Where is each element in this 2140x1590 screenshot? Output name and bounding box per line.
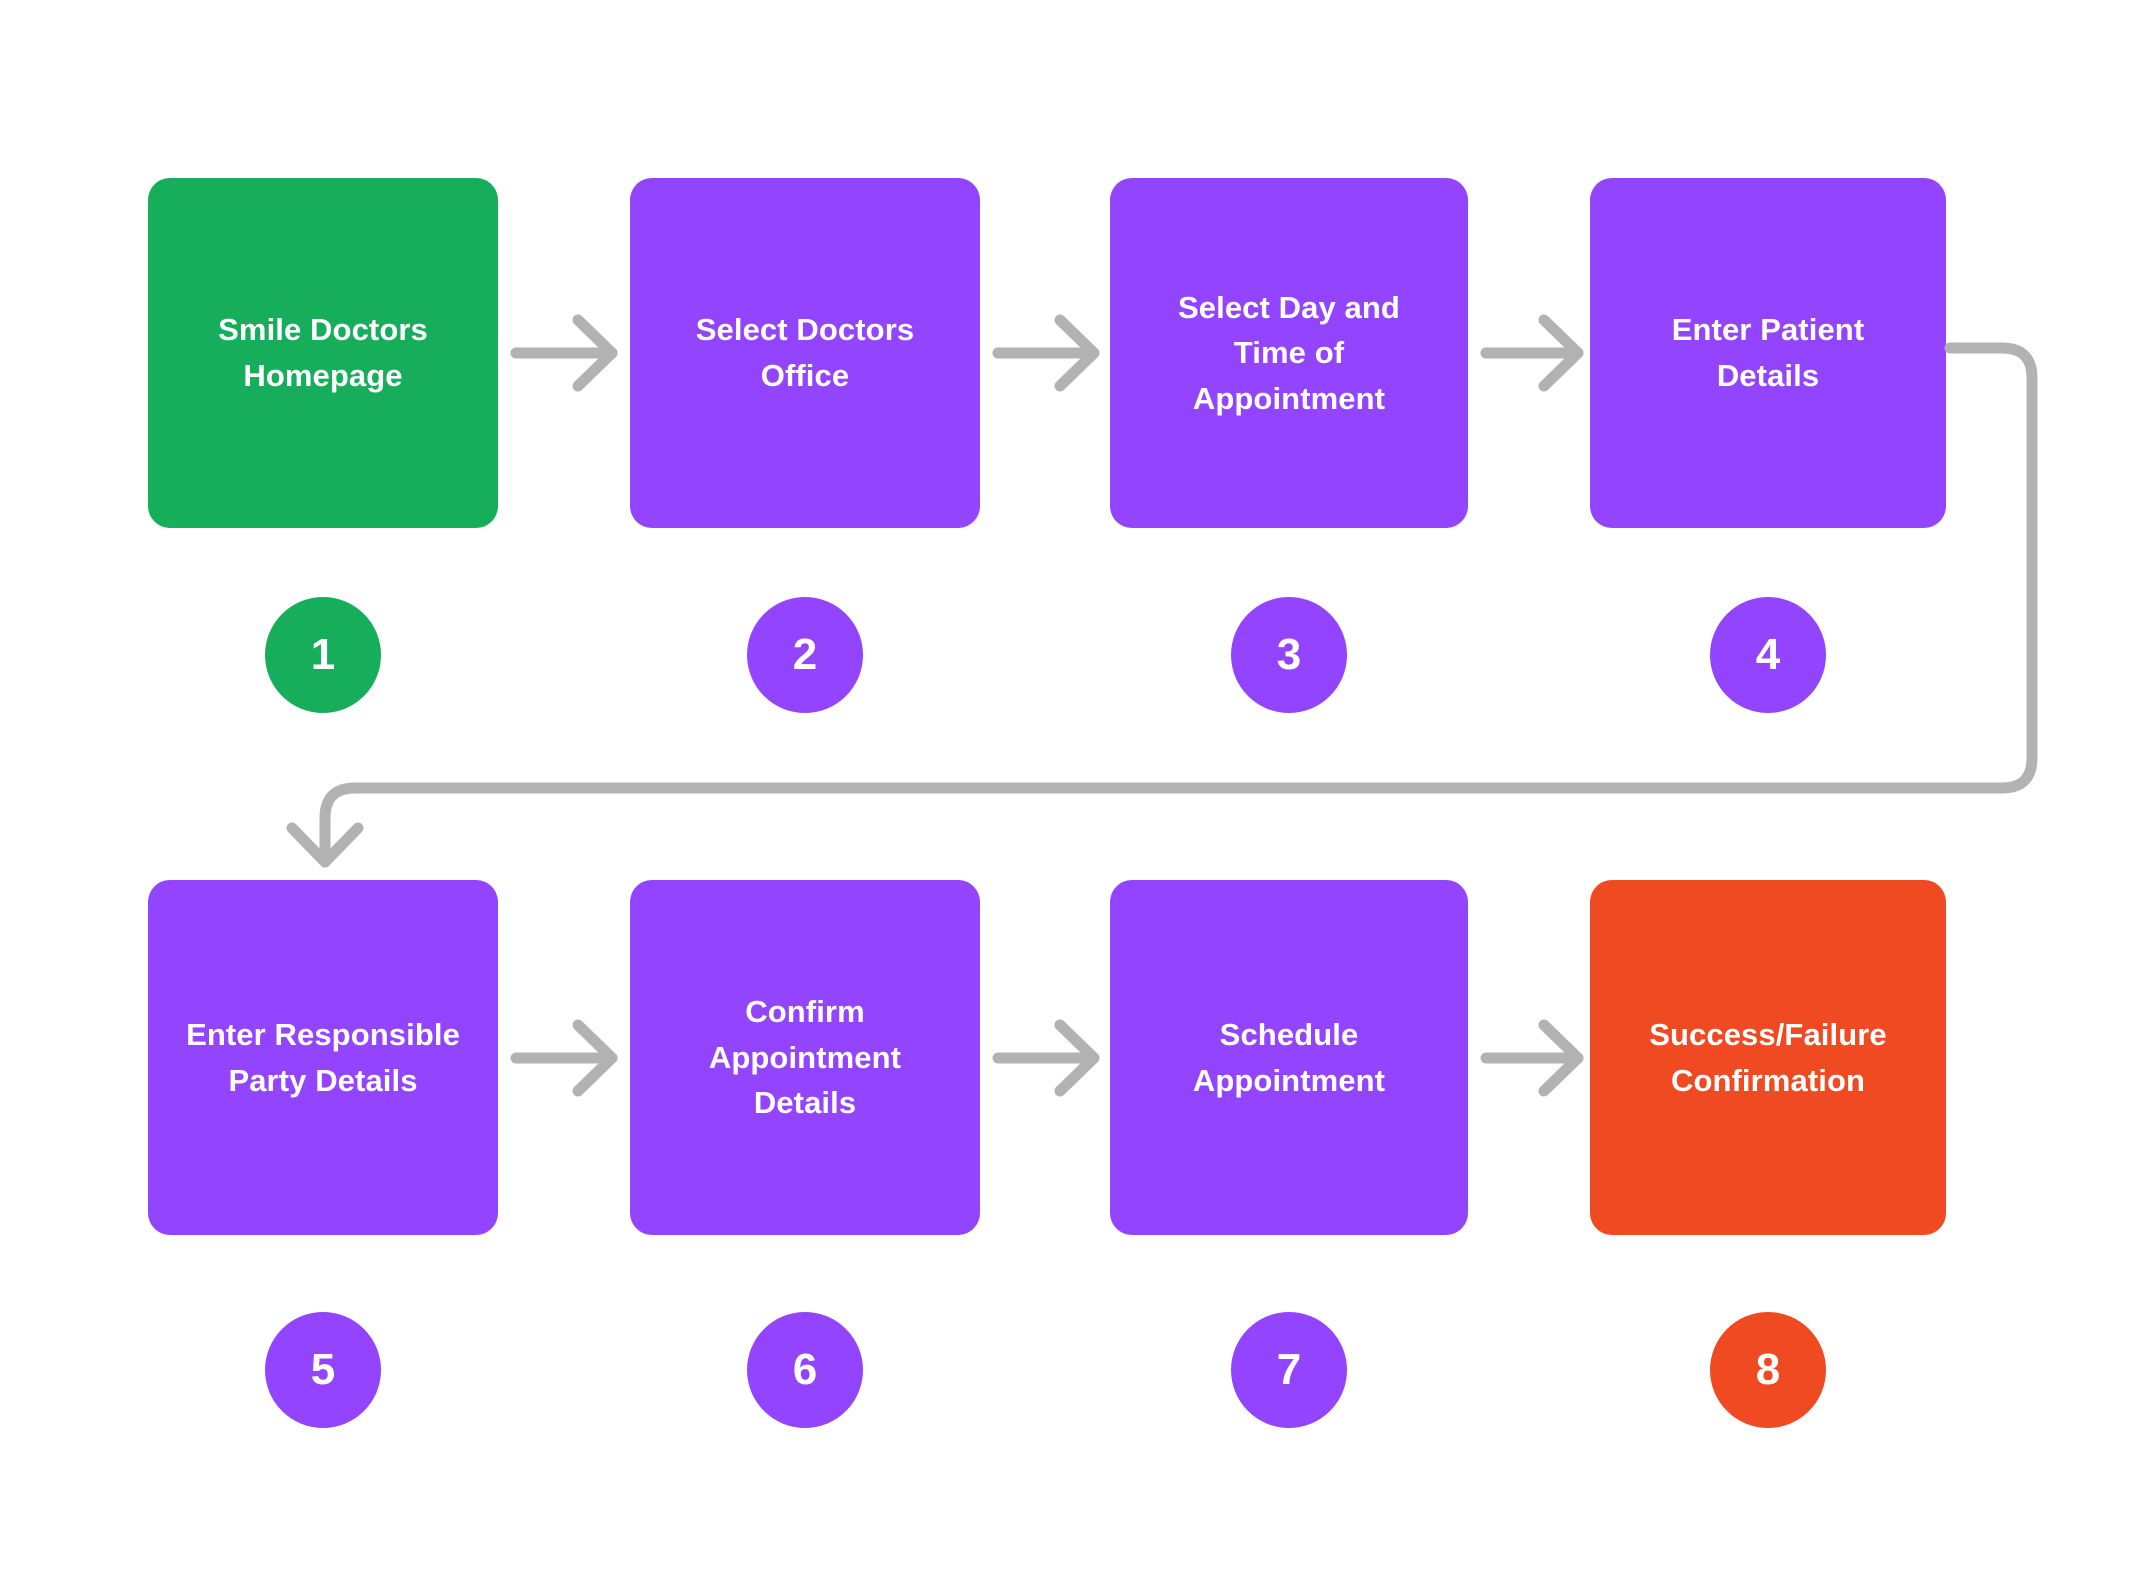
flow-node-6-label: Confirm Appointment Details bbox=[708, 994, 902, 1121]
connector-arrow-6-7 bbox=[992, 1019, 1100, 1097]
flow-badge-4: 4 bbox=[1710, 597, 1826, 713]
flow-node-8-label: Success/Failure Confirmation bbox=[1649, 1016, 1887, 1098]
connector-arrow-1-2 bbox=[510, 314, 618, 392]
flow-badge-1-label: 1 bbox=[310, 630, 336, 679]
flow-node-3-label: Select Day and Time of Appointment bbox=[1178, 289, 1400, 416]
flow-badge-7: 7 bbox=[1231, 1312, 1347, 1428]
flow-node-7-label: Schedule Appointment bbox=[1192, 1016, 1386, 1098]
flow-node-1-label: Smile Doctors Homepage bbox=[218, 312, 428, 393]
flow-node-4[interactable]: Enter Patient Details bbox=[1590, 178, 1946, 528]
flow-node-4-label: Enter Patient Details bbox=[1671, 312, 1865, 393]
flow-badge-2: 2 bbox=[747, 597, 863, 713]
connector-arrow-7-8 bbox=[1480, 1019, 1584, 1097]
flow-node-5-label: Enter Responsible Party Details bbox=[186, 1016, 460, 1098]
flow-badge-5-label: 5 bbox=[310, 1345, 336, 1394]
flow-badge-7-label: 7 bbox=[1276, 1345, 1302, 1394]
flow-node-3[interactable]: Select Day and Time of Appointment bbox=[1110, 178, 1468, 528]
flow-badge-6: 6 bbox=[747, 1312, 863, 1428]
flow-badge-4-label: 4 bbox=[1755, 630, 1781, 679]
flow-node-2[interactable]: Select Doctors Office bbox=[630, 178, 980, 528]
connector-arrow-2-3 bbox=[992, 314, 1100, 392]
flow-node-7[interactable]: Schedule Appointment bbox=[1110, 880, 1468, 1235]
flow-badge-2-label: 2 bbox=[792, 630, 818, 679]
flow-badge-8: 8 bbox=[1710, 1312, 1826, 1428]
flow-node-5[interactable]: Enter Responsible Party Details bbox=[148, 880, 498, 1235]
connector-arrow-5-6 bbox=[510, 1019, 618, 1097]
flow-badge-3: 3 bbox=[1231, 597, 1347, 713]
flow-node-2-label: Select Doctors Office bbox=[695, 312, 915, 393]
flow-node-1[interactable]: Smile Doctors Homepage bbox=[148, 178, 498, 528]
flow-node-6[interactable]: Confirm Appointment Details bbox=[630, 880, 980, 1235]
flow-badge-5: 5 bbox=[265, 1312, 381, 1428]
flow-badge-1: 1 bbox=[265, 597, 381, 713]
flow-badge-8-label: 8 bbox=[1755, 1345, 1781, 1394]
flow-node-8[interactable]: Success/Failure Confirmation bbox=[1590, 880, 1946, 1235]
flow-badge-3-label: 3 bbox=[1276, 630, 1302, 679]
connector-arrow-3-4 bbox=[1480, 314, 1584, 392]
flow-badge-6-label: 6 bbox=[792, 1345, 818, 1394]
